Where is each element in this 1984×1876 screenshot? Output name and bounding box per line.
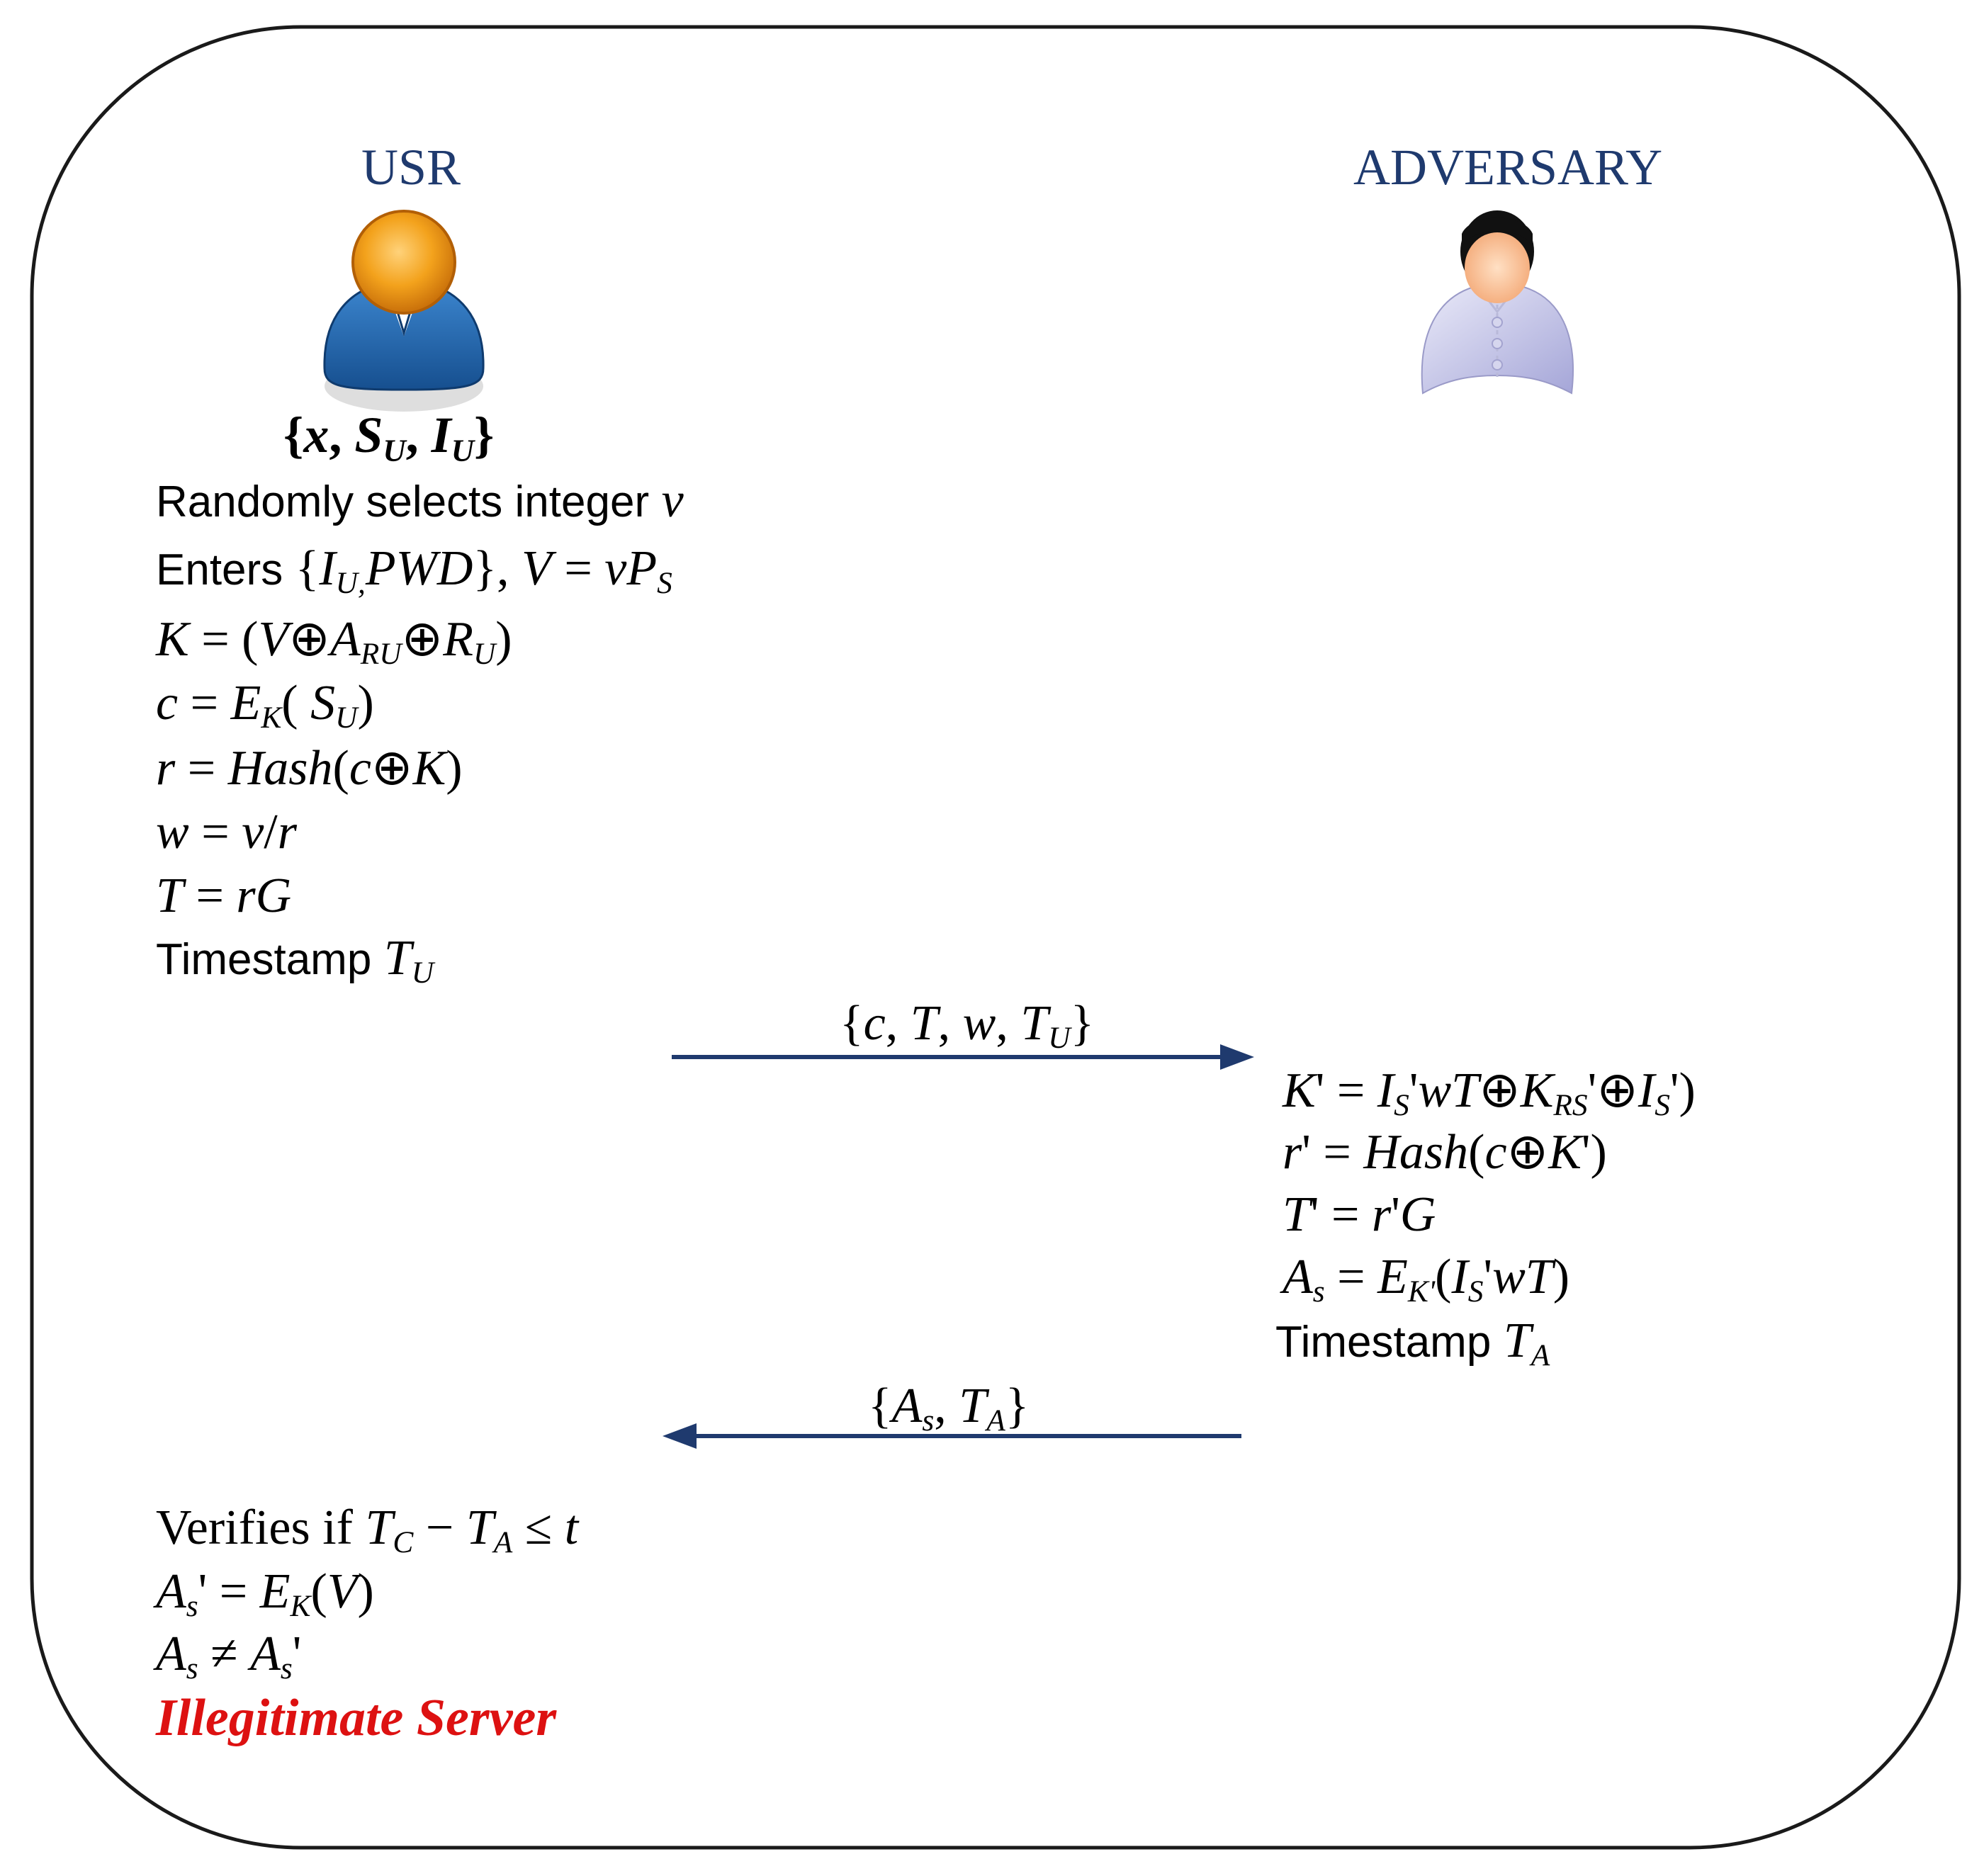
- adversary-label: ADVERSARY: [1353, 139, 1663, 196]
- user-step-6: w = v/r: [156, 805, 297, 859]
- user-step-4: c = EK( SU): [156, 676, 374, 735]
- verify-step-3: As ≠ As': [156, 1627, 302, 1686]
- diagram-border: [30, 25, 1961, 1850]
- verify-step-2: As' = EK(V): [156, 1564, 374, 1624]
- verify-step-1: Verifies if TC − TA ≤ t: [156, 1501, 579, 1560]
- adversary-step-4: As = EK'(IS'wT): [1283, 1250, 1570, 1309]
- user-step-8: Timestamp TU: [156, 931, 434, 990]
- adversary-step-3: T' = r'G: [1283, 1187, 1436, 1242]
- user-step-2: Enters {IU,PWD}, V = vPS: [156, 541, 672, 601]
- adversary-person-icon: [1421, 210, 1574, 395]
- verify-result: Illegitimate Server: [156, 1689, 557, 1747]
- adversary-step-1: K' = IS'wT⊕KRS'⊕IS'): [1283, 1063, 1696, 1123]
- message-arrow-to-adversary: [672, 1044, 1254, 1070]
- adversary-step-5: Timestamp TA: [1275, 1313, 1550, 1373]
- user-step-1: Randomly selects integer v: [156, 473, 684, 528]
- user-step-3: K = (V⊕ARU⊕RU): [156, 612, 512, 672]
- user-credentials: {x, SU, IU}: [283, 407, 495, 468]
- user-step-5: r = Hash(c⊕K): [156, 741, 463, 796]
- user-orange-head-icon: [323, 210, 485, 412]
- message-arrow-to-user: [663, 1423, 1241, 1449]
- user-label: USR: [361, 139, 461, 196]
- user-step-7: T = rG: [156, 869, 292, 923]
- adversary-step-2: r' = Hash(c⊕K'): [1283, 1125, 1607, 1180]
- message-2-label: {As, TA}: [868, 1379, 1030, 1438]
- message-1-label: {c, T, w, TU}: [840, 996, 1095, 1056]
